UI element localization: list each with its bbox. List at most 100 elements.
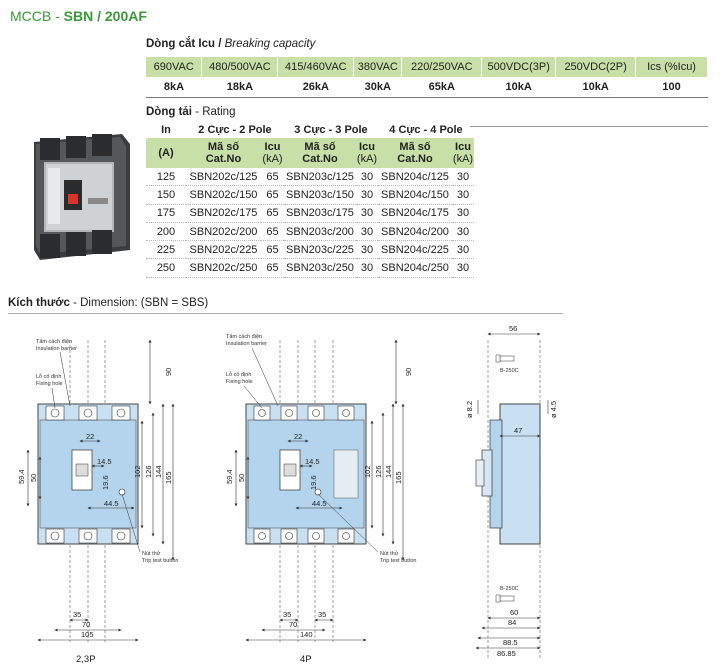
front-view-4p: 90 22 14.5 19.6 44.5 59.4 50 102 126 144… — [225, 334, 416, 665]
dim-90-4p: 90 — [404, 368, 413, 376]
dim-144-4p: 144 — [384, 465, 393, 478]
dim-102-4p: 102 — [363, 465, 372, 478]
catno-2p: SBN202c/150 — [186, 185, 261, 205]
icu-unit: (kA) — [356, 153, 378, 165]
icu-header: Icu(kA) — [261, 138, 284, 168]
dim-126-4p: 126 — [374, 465, 383, 478]
title-model: SBN / 200AF — [63, 8, 147, 24]
icu-unit: (kA) — [262, 153, 283, 165]
mccb-product-photo — [34, 134, 130, 260]
side-dim-88-5: 88.5 — [503, 638, 518, 647]
rating-heading-en: - Rating — [192, 106, 236, 118]
side-dim-84: 84 — [508, 618, 516, 627]
icu-3p: 30 — [356, 222, 378, 242]
catno-label-en: Cat.No — [205, 153, 242, 165]
table-row: 175 SBN202c/175 65 SBN203c/175 30 SBN204… — [146, 204, 474, 223]
capacity-value: 100 — [635, 77, 708, 98]
capacity-value: 10kA — [481, 77, 556, 98]
group-3-pole: 3 Cực - 3 Pole — [294, 124, 368, 136]
side-dim-60: 60 — [510, 608, 518, 617]
catno-3p: SBN203c/225 — [284, 240, 356, 260]
catno-3p: SBN203c/175 — [284, 204, 356, 223]
rating-in: 175 — [146, 204, 186, 223]
rating-in: 150 — [146, 185, 186, 205]
icu-4p: 30 — [452, 222, 474, 242]
dimension-heading: Kích thước - Dimension: (SBN = SBS) — [8, 297, 208, 309]
capacity-header: 690VAC — [146, 57, 203, 77]
dim-140-4p: 140 — [300, 630, 313, 639]
dim-105: 105 — [81, 630, 94, 639]
table-row: 150 SBN202c/150 65 SBN203c/150 30 SBN204… — [146, 185, 474, 205]
catno-label-en: Cat.No — [397, 153, 433, 165]
side-dim-8-2: ø 8.2 — [465, 401, 474, 418]
dimension-drawings: 90 22 14.5 19.6 44.5 59.4 50 102 126 144… — [17, 324, 558, 665]
rating-heading: Dòng tải - Rating — [146, 106, 235, 118]
insulation-barrier-label-en: Insulation barrier — [36, 346, 77, 352]
capacity-header: 220/250VAC — [401, 57, 483, 77]
breaking-capacity-heading: Dòng cắt Icu / Breaking capacity — [146, 38, 315, 50]
icu-3p: 30 — [356, 258, 378, 278]
catno-4p: SBN204c/175 — [378, 204, 452, 223]
dim-14-5-4p: 14.5 — [305, 457, 320, 466]
capacity-value: 65kA — [401, 77, 482, 98]
dim-14-5: 14.5 — [97, 457, 112, 466]
icu-4p: 30 — [452, 258, 474, 278]
label-4p: 4P — [300, 654, 312, 665]
front-view-3p: 90 22 14.5 19.6 44.5 59.4 50 102 126 144… — [17, 339, 178, 665]
icu-3p: 30 — [356, 204, 378, 223]
rating-heading-vi: Dòng tải — [146, 106, 192, 118]
icu-3p: 30 — [356, 240, 378, 260]
catno-4p: SBN204c/225 — [378, 240, 452, 260]
side-dim-47: 47 — [514, 426, 522, 435]
rating-in: 125 — [146, 168, 186, 187]
catno-3p: SBN203c/200 — [284, 222, 356, 242]
dimension-heading-en: - Dimension: (SBN = SBS) — [69, 297, 209, 309]
group-4-pole: 4 Cực - 4 Pole — [389, 124, 463, 136]
capacity-value: 26kA — [277, 77, 354, 98]
icu-2p: 65 — [261, 185, 284, 205]
table-row: 225 SBN202c/225 65 SBN203c/225 30 SBN204… — [146, 240, 474, 260]
icu-4p: 30 — [452, 204, 474, 223]
breaking-capacity-value-row: 8kA 18kA 26kA 30kA 65kA 10kA 10kA 100 — [146, 77, 708, 98]
capacity-header: Ics (%Icu) — [635, 57, 708, 77]
icu-2p: 65 — [261, 240, 284, 260]
breaking-capacity-heading-vi: Dòng cắt Icu / — [146, 38, 225, 50]
dim-35-4p-a: 35 — [283, 610, 291, 619]
dim-102: 102 — [133, 465, 142, 478]
icu-label: Icu — [455, 141, 471, 153]
capacity-value: 8kA — [146, 77, 202, 98]
icu-2p: 65 — [261, 222, 284, 242]
fixing-hole-label-vi: Lỗ cố định — [36, 373, 61, 380]
screw-b250c-bottom: B-250C — [500, 586, 519, 592]
icu-4p: 30 — [452, 185, 474, 205]
side-dim-86-85: 86.85 — [497, 649, 516, 658]
catno-2p: SBN202c/175 — [186, 204, 261, 223]
icu-header: Icu(kA) — [356, 138, 378, 168]
icu-2p: 65 — [261, 258, 284, 278]
dim-165-4p: 165 — [394, 471, 403, 484]
page-title: MCCB - SBN / 200AF — [10, 8, 147, 24]
icu-label: Icu — [359, 141, 375, 153]
dim-144: 144 — [154, 465, 163, 478]
rating-table: In 2 Cực - 2 Pole 3 Cực - 3 Pole 4 Cực -… — [146, 122, 474, 278]
insulation-barrier-label-vi: Tấm cách điện — [36, 339, 72, 345]
icu-3p: 30 — [356, 168, 378, 187]
side-dim-56: 56 — [509, 324, 517, 333]
dim-59-4: 59.4 — [17, 469, 26, 484]
in-label: In — [161, 124, 171, 136]
capacity-header: 250VDC(2P) — [555, 57, 637, 77]
breaking-capacity-table: 690VAC 480/500VAC 415/460VAC 380VAC 220/… — [146, 57, 708, 98]
catno-label-vi: Mã số — [399, 141, 431, 153]
dimension-divider — [8, 313, 563, 314]
table-row: 125 SBN202c/125 65 SBN203c/125 30 SBN204… — [146, 168, 474, 187]
catno-3p: SBN203c/150 — [284, 185, 356, 205]
trip-test-label-en-4p: Trip test button — [380, 558, 416, 564]
side-view: 56 47 60 84 88.5 86.85 ø 8.2 ø 4.5 B-250… — [465, 324, 558, 660]
rating-in: 225 — [146, 240, 186, 260]
dim-22-4p: 22 — [294, 432, 302, 441]
dim-35: 35 — [73, 610, 81, 619]
rating-in: 250 — [146, 258, 186, 278]
